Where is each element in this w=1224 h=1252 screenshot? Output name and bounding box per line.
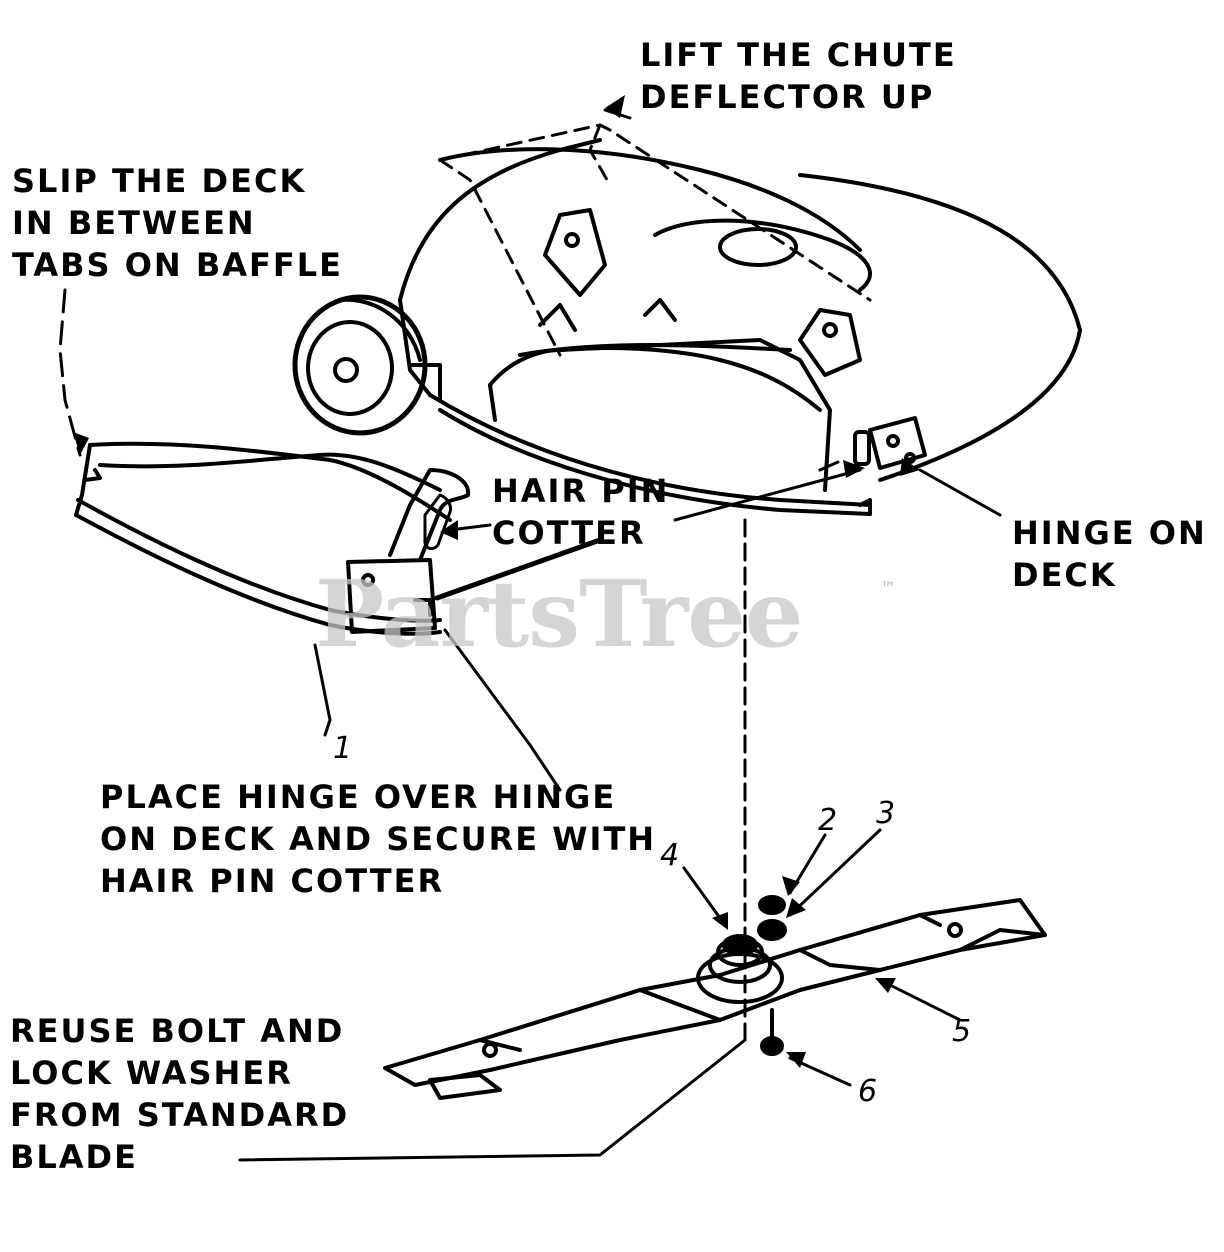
part-number-5: 5 [952,1014,972,1049]
callout-hinge-on-deck-line1: HINGE ON [1012,514,1207,552]
part-number-1: 1 [333,731,353,766]
callout-slip-deck-line1: SLIP THE DECK [12,162,307,200]
part-number-3: 3 [876,796,896,831]
callout-place-hinge-line3: HAIR PIN COTTER [100,862,445,900]
callout-reuse-bolt-line1: REUSE BOLT AND [10,1012,345,1050]
part-number-6: 6 [858,1074,878,1109]
blade-assembly [238,828,1047,1162]
callout-slip-deck-line2: IN BETWEEN [12,204,256,242]
callout-hinge-on-deck-line2: DECK [1012,556,1117,594]
baffle [74,441,603,636]
callout-hair-pin-line2: COTTER [492,514,646,552]
callout-lift-chute-line1: LIFT THE CHUTE [640,36,957,74]
mower-deck [292,108,1082,517]
callout-slip-deck-line3: TABS ON BAFFLE [12,246,343,284]
callout-lift-chute-line2: DEFLECTOR UP [640,78,935,116]
part-number-2: 2 [818,803,838,838]
callout-reuse-bolt-line3: FROM STANDARD [10,1096,350,1134]
watermark-trademark: ™ [880,578,896,597]
callout-reuse-bolt-line2: LOCK WASHER [10,1054,293,1092]
part-number-4: 4 [660,838,680,873]
callout-place-hinge-line1: PLACE HINGE OVER HINGE [100,778,617,816]
callout-hair-pin-line1: HAIR PIN [492,472,670,510]
callout-place-hinge-line2: ON DECK AND SECURE WITH [100,820,657,858]
callout-reuse-bolt-line4: BLADE [10,1138,138,1176]
watermark-text: PartsTree [315,560,803,668]
